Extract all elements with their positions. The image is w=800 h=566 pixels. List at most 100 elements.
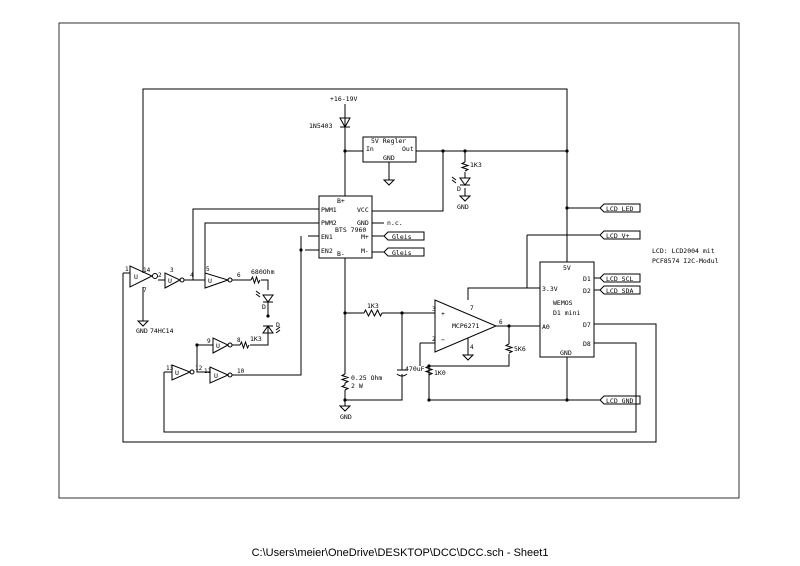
svg-text:1K3: 1K3 [250,335,262,343]
svg-text:GND: GND [136,327,148,335]
svg-text:3: 3 [170,267,174,274]
svg-text:13: 13 [166,365,174,372]
svg-text:74HC14: 74HC14 [150,327,174,335]
svg-text:Gleis: Gleis [392,249,412,257]
svg-text:1N5403: 1N5403 [309,122,333,130]
svg-text:U: U [208,277,212,285]
svg-text:EN2: EN2 [321,247,333,255]
svg-text:A0: A0 [542,323,550,331]
svg-text:2: 2 [158,272,162,279]
lcd-connectors: LCD LED LCD V+ LCD SCL LCD SDA LCD GND L… [599,203,719,405]
svg-text:−: − [441,336,445,344]
svg-text:470uF: 470uF [405,365,425,373]
svg-text:0.25 Ohm: 0.25 Ohm [351,374,382,382]
svg-text:MCP6271: MCP6271 [452,322,479,330]
svg-text:6: 6 [237,272,241,279]
svg-text:U: U [214,372,218,380]
svg-text:GND: GND [357,219,369,227]
svg-text:1K0: 1K0 [434,369,446,377]
svg-text:D1: D1 [583,275,591,283]
svg-text:LCD GND: LCD GND [606,397,633,405]
svg-text:LCD V+: LCD V+ [606,232,630,240]
svg-text:14: 14 [143,267,151,274]
svg-text:D: D [276,321,280,329]
svg-text:M-: M- [361,247,369,255]
inverter-gates [129,265,233,384]
svg-text:GND: GND [340,413,352,421]
svg-text:LCD: LCD2004 mit: LCD: LCD2004 mit [652,247,715,255]
svg-text:U: U [168,277,172,285]
svg-text:PWM1: PWM1 [321,206,337,214]
svg-text:5V Regler: 5V Regler [371,137,406,145]
svg-text:U: U [134,273,138,281]
bts7960-driver: B+ PWM1 VCC PWM2 GND n.c. BTS 7960 EN1 M… [318,195,403,259]
svg-text:1K3: 1K3 [367,302,379,310]
opamp-mcp6271: + − MCP6271 3 2 7 4 6 [432,299,503,361]
capacitor-470uf [396,369,408,382]
svg-text:B-: B- [337,250,345,258]
ground-symbols [136,320,352,412]
svg-text:In: In [366,145,374,153]
sheet-footer: C:\Users\meier\OneDrive\DESKTOP\DCC\DCC.… [251,547,549,559]
svg-text:11: 11 [204,368,212,375]
svg-text:2 W: 2 W [351,382,363,390]
svg-text:LCD SCL: LCD SCL [606,275,633,283]
svg-text:EN1: EN1 [321,233,333,241]
resistors [239,275,514,391]
svg-text:D1 mini: D1 mini [553,309,580,317]
svg-text:n.c.: n.c. [387,219,403,227]
svg-text:680Ohm: 680Ohm [251,268,275,276]
svg-text:+: + [441,310,445,318]
svg-text:LCD LED: LCD LED [606,205,633,213]
indicator-leds [255,290,281,334]
svg-text:5V: 5V [563,264,571,272]
svg-text:10: 10 [237,368,245,375]
sheet-frame [58,22,740,499]
svg-text:PCF8574 I2C-Modul: PCF8574 I2C-Modul [652,257,719,265]
svg-text:U: U [175,369,179,377]
status-led-circuit: 1K3 D GND [451,161,482,211]
svg-text:9: 9 [207,338,211,345]
svg-text:1K3: 1K3 [470,161,482,169]
junctions [195,149,569,402]
svg-text:3.3V: 3.3V [542,285,558,293]
svg-text:WEMOS: WEMOS [553,299,573,307]
svg-text:VCC: VCC [357,206,369,214]
svg-text:D2: D2 [583,287,591,295]
svg-text:Out: Out [402,145,414,153]
svg-text:GND: GND [383,154,395,162]
svg-text:1: 1 [125,266,129,273]
svg-text:LCD SDA: LCD SDA [606,287,633,295]
svg-text:U: U [216,342,220,350]
svg-text:D: D [262,303,266,311]
svg-text:Gleis: Gleis [392,233,412,241]
gate-labels: U U U U U U 1 14 7 2 3 4 5 6 9 8 13 12 1… [125,266,245,380]
svg-text:D7: D7 [583,321,591,329]
svg-text:5K6: 5K6 [514,345,526,353]
svg-text:6: 6 [499,319,503,326]
svg-text:GND: GND [560,349,572,357]
gleis-connectors: Gleis Gleis [383,231,425,257]
svg-text:7: 7 [143,287,147,294]
svg-text:BTS 7960: BTS 7960 [335,226,366,234]
svg-text:4: 4 [190,272,194,279]
svg-text:7: 7 [470,305,474,312]
wires [122,88,657,443]
svg-text:5: 5 [206,266,210,273]
diode-1n5403: +16-19V 1N5403 [309,95,357,130]
svg-text:+16-19V: +16-19V [330,95,357,103]
svg-text:GND: GND [457,203,469,211]
resistor-labels: 1K3 5K6 1K0 0.25 Ohm 2 W 680Ohm 1K3 [250,268,526,390]
svg-text:3: 3 [432,306,436,313]
svg-text:B+: B+ [337,197,345,205]
svg-text:12: 12 [195,365,203,372]
svg-text:8: 8 [237,337,241,344]
wemos-d1-mini: 5V D1 D2 3.3V WEMOS D1 mini A0 D7 D8 GND [539,261,595,358]
svg-text:D: D [457,185,461,193]
svg-text:4: 4 [470,344,474,351]
svg-text:PWM2: PWM2 [321,219,337,227]
voltage-regulator: 5V Regler In Out GND [362,136,417,186]
svg-text:2: 2 [432,336,436,343]
svg-text:D8: D8 [583,340,591,348]
